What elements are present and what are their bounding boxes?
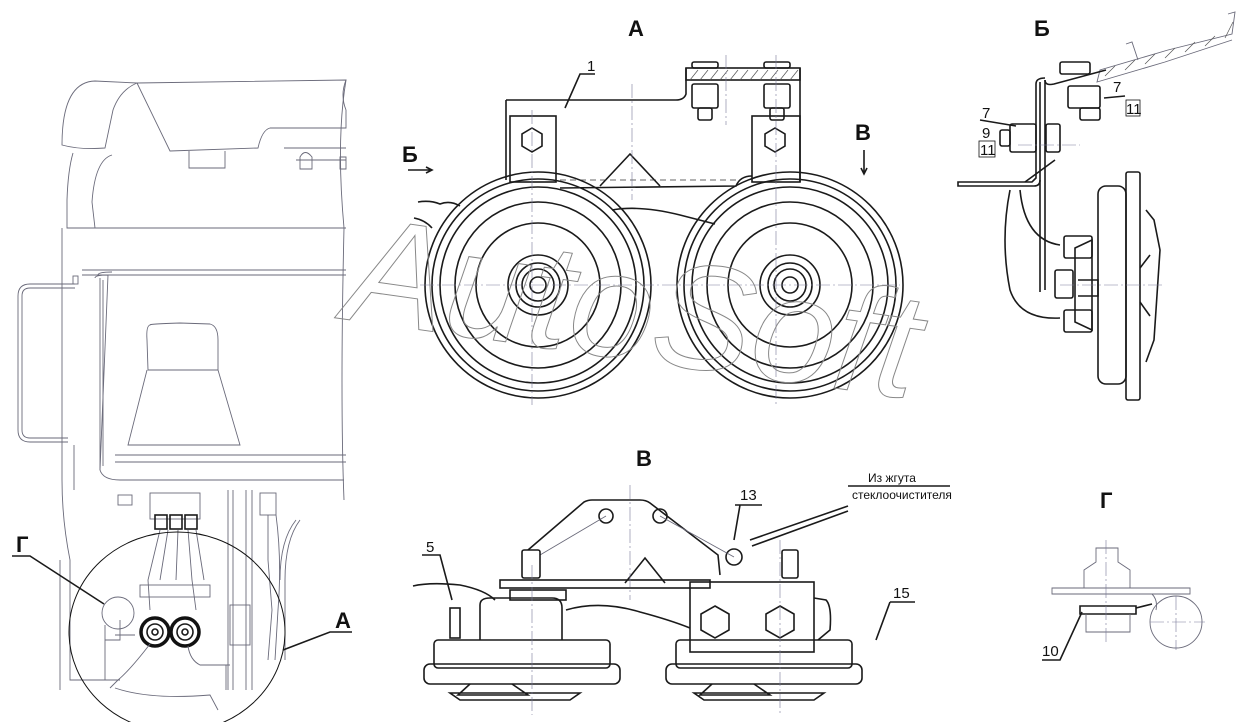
view-label-b: Б (1034, 16, 1050, 41)
position-number: 10 (1042, 643, 1059, 660)
note-wiper-harness-line1: Из жгута (868, 471, 916, 485)
position-number: 9 (982, 125, 990, 142)
view-label-v: В (636, 446, 652, 471)
callout-circle-a (68, 531, 286, 722)
view-b: Б 7 11 7 9 11 (957, 11, 1236, 401)
position-number: 15 (893, 585, 910, 602)
callout-circle-g (101, 596, 135, 630)
cab-overview: Г А (12, 79, 352, 722)
overview-horn-left (139, 616, 171, 648)
position-number: 13 (740, 487, 757, 504)
watermark: AutoSoft (329, 183, 935, 431)
callout-label-g: Г (16, 532, 29, 557)
callout-label-a: А (335, 608, 351, 633)
position-number: 11 (980, 142, 996, 159)
overview-horn-right (169, 616, 201, 648)
view-g: Г 10 (1042, 488, 1205, 661)
position-number: 7 (1113, 79, 1121, 96)
view-v: В 5 13 15 Из жгута с (412, 446, 952, 715)
position-number: 7 (982, 105, 990, 122)
position-number: 5 (426, 539, 434, 556)
view-label-g: Г (1100, 488, 1113, 513)
view-arrow-label-b: Б (402, 142, 418, 167)
view-label-a: А (628, 16, 644, 41)
view-arrow-label-v: В (855, 120, 871, 145)
position-number: 1 (587, 58, 595, 75)
view-a: А (402, 16, 904, 405)
position-number: 11 (1126, 101, 1142, 118)
note-wiper-harness-line2: стеклоочистителя (852, 488, 952, 502)
